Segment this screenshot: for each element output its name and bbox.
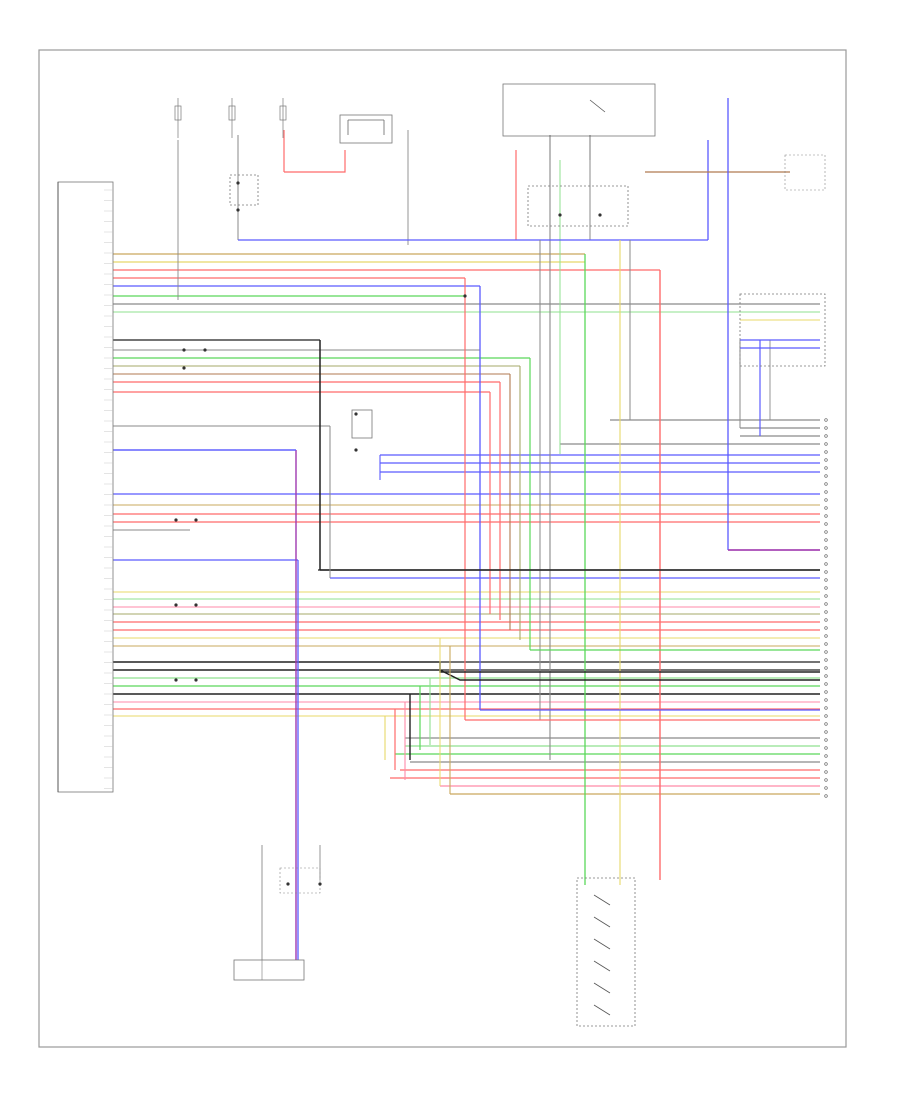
right-edge-pin-444 xyxy=(824,442,828,446)
right-edge-pin-452 xyxy=(824,450,828,454)
right-edge-pin-724 xyxy=(824,722,828,726)
junction-dot-16 xyxy=(286,882,290,886)
right-edge-pin-796 xyxy=(824,794,828,798)
right-edge-pin-572 xyxy=(824,570,828,574)
right-edge-pin-548 xyxy=(824,546,828,550)
right-edge-pin-628 xyxy=(824,626,828,630)
right-edge-pin-708 xyxy=(824,706,828,710)
wires-layer xyxy=(113,98,820,960)
right-edge-pin-460 xyxy=(824,458,828,462)
fuse-body-2 xyxy=(279,105,287,121)
right-edge-pin-788 xyxy=(824,786,828,790)
relay-box-1 xyxy=(339,114,393,144)
bottom-switch-contact-917 xyxy=(593,916,611,928)
junction-dot-2 xyxy=(182,348,186,352)
relay-coil-1 xyxy=(347,119,385,135)
right-edge-pin-716 xyxy=(824,714,828,718)
bottom-switch-contact-983 xyxy=(593,982,611,994)
bottom-mid-connector xyxy=(279,867,321,894)
right-connector-box xyxy=(739,293,826,367)
right-edge-pin-668 xyxy=(824,666,828,670)
right-edge-pin-428 xyxy=(824,426,828,430)
junction-dot-9 xyxy=(174,678,178,682)
right-edge-pin-540 xyxy=(824,538,828,542)
right-edge-pin-644 xyxy=(824,642,828,646)
right-edge-pin-420 xyxy=(824,418,828,422)
right-edge-pin-660 xyxy=(824,658,828,662)
components-layer xyxy=(57,83,828,1027)
left-relay-box xyxy=(229,174,259,206)
junction-dot-1 xyxy=(236,208,240,212)
junction-dot-0 xyxy=(236,181,240,185)
junction-dot-5 xyxy=(174,518,178,522)
mid-relay-box xyxy=(351,409,373,439)
junction-dot-7 xyxy=(174,603,178,607)
diagram-frame xyxy=(38,49,847,1048)
right-edge-pin-612 xyxy=(824,610,828,614)
bottom-switch-contact-1005 xyxy=(593,1004,611,1016)
right-edge-pin-684 xyxy=(824,682,828,686)
junction-dot-17 xyxy=(318,882,322,886)
switch-contact-1 xyxy=(589,99,606,113)
right-edge-pin-500 xyxy=(824,498,828,502)
right-edge-pin-508 xyxy=(824,506,828,510)
wire-k-680 xyxy=(439,669,820,681)
bottom-right-switch-block xyxy=(576,877,636,1027)
right-edge-pin-748 xyxy=(824,746,828,750)
bottom-switch-contact-939 xyxy=(593,938,611,950)
junction-dot-10 xyxy=(194,678,198,682)
fuse-body-0 xyxy=(174,105,182,121)
junction-dot-6 xyxy=(194,518,198,522)
right-edge-pin-756 xyxy=(824,754,828,758)
junction-dot-8 xyxy=(194,603,198,607)
right-edge-pin-780 xyxy=(824,778,828,782)
right-edge-pin-556 xyxy=(824,554,828,558)
right-edge-pin-740 xyxy=(824,738,828,742)
fuse-body-1 xyxy=(228,105,236,121)
junction-dot-15 xyxy=(354,448,358,452)
right-edge-pin-484 xyxy=(824,482,828,486)
right-edge-pin-700 xyxy=(824,698,828,702)
junction-dot-12 xyxy=(558,213,562,217)
right-edge-pin-596 xyxy=(824,594,828,598)
bottom-left-module xyxy=(233,959,305,981)
junction-dot-13 xyxy=(598,213,602,217)
junction-dot-11 xyxy=(463,294,467,298)
right-edge-pin-436 xyxy=(824,434,828,438)
right-edge-pin-468 xyxy=(824,466,828,470)
right-edge-pin-524 xyxy=(824,522,828,526)
right-edge-pin-532 xyxy=(824,530,828,534)
bottom-switch-contact-895 xyxy=(593,894,611,906)
junction-dot-3 xyxy=(182,366,186,370)
right-edge-pin-492 xyxy=(824,490,828,494)
right-edge-pin-772 xyxy=(824,770,828,774)
right-edge-pin-516 xyxy=(824,514,828,518)
ecm-connector-block xyxy=(57,181,114,793)
light-switch-box xyxy=(502,83,656,137)
right-edge-pin-764 xyxy=(824,762,828,766)
right-edge-pin-732 xyxy=(824,730,828,734)
relay-box-2 xyxy=(527,185,629,227)
wire-top-red-1 xyxy=(284,150,346,173)
right-edge-pin-676 xyxy=(824,674,828,678)
sensor-box-right xyxy=(784,154,826,191)
bottom-switch-contact-961 xyxy=(593,960,611,972)
right-edge-pin-620 xyxy=(824,618,828,622)
right-edge-pin-636 xyxy=(824,634,828,638)
right-edge-pin-588 xyxy=(824,586,828,590)
right-edge-pin-652 xyxy=(824,650,828,654)
right-edge-pin-476 xyxy=(824,474,828,478)
right-edge-pin-564 xyxy=(824,562,828,566)
right-edge-pin-580 xyxy=(824,578,828,582)
right-edge-pin-604 xyxy=(824,602,828,606)
right-edge-pin-692 xyxy=(824,690,828,694)
junction-dot-14 xyxy=(354,412,358,416)
junction-dot-4 xyxy=(203,348,207,352)
